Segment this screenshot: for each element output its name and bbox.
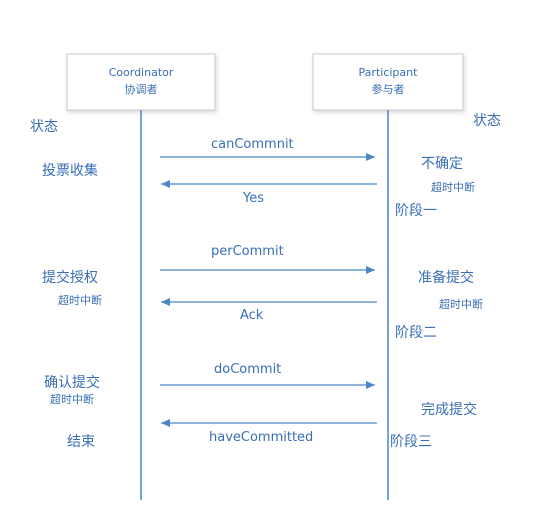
- left-state-vote: 投票收集: [42, 162, 98, 179]
- left-state-confirm: 确认提交: [44, 374, 100, 391]
- message-do-commit: doCommit: [160, 362, 375, 389]
- left-state-pre-commit: 提交授权: [42, 269, 98, 286]
- right-state-phase3: 阶段三: [390, 434, 432, 450]
- coordinator-name: Coordinator: [109, 66, 174, 79]
- coordinator-box: Coordinator 协调者: [66, 53, 216, 111]
- left-state-pre-commit-timeout: 超时中断: [58, 293, 102, 307]
- message-label: canCommnit: [211, 137, 294, 152]
- participant-name: Participant: [359, 66, 419, 79]
- right-state-phase2: 阶段二: [395, 325, 437, 341]
- participant-subtitle: 参与者: [372, 82, 405, 96]
- message-per-commit: perCommit: [160, 244, 375, 274]
- message-label: perCommit: [211, 244, 284, 259]
- right-state-prepare-timeout: 超时中断: [439, 297, 483, 311]
- left-state-header: 状态: [30, 119, 58, 135]
- message-ack: Ack: [161, 298, 377, 323]
- participant-box: Participant 参与者: [312, 53, 464, 111]
- right-state-complete: 完成提交: [421, 401, 477, 418]
- right-state-uncertain-timeout: 超时中断: [431, 180, 475, 194]
- message-yes: Yes: [161, 180, 377, 206]
- message-label: doCommit: [214, 362, 281, 377]
- left-state-end: 结束: [67, 434, 95, 450]
- left-state-confirm-timeout: 超时中断: [50, 392, 94, 406]
- message-label: Yes: [242, 191, 264, 206]
- message-label: Ack: [240, 308, 264, 323]
- message-label: haveCommitted: [209, 430, 313, 445]
- message-can-commit: canCommnit: [160, 137, 375, 161]
- right-state-prepare: 准备提交: [418, 269, 474, 286]
- right-state-uncertain: 不确定: [421, 156, 463, 172]
- message-have-committed: haveCommitted: [161, 419, 377, 445]
- coordinator-subtitle: 协调者: [125, 82, 158, 96]
- right-state-phase1: 阶段一: [395, 203, 437, 219]
- right-state-header: 状态: [473, 113, 501, 129]
